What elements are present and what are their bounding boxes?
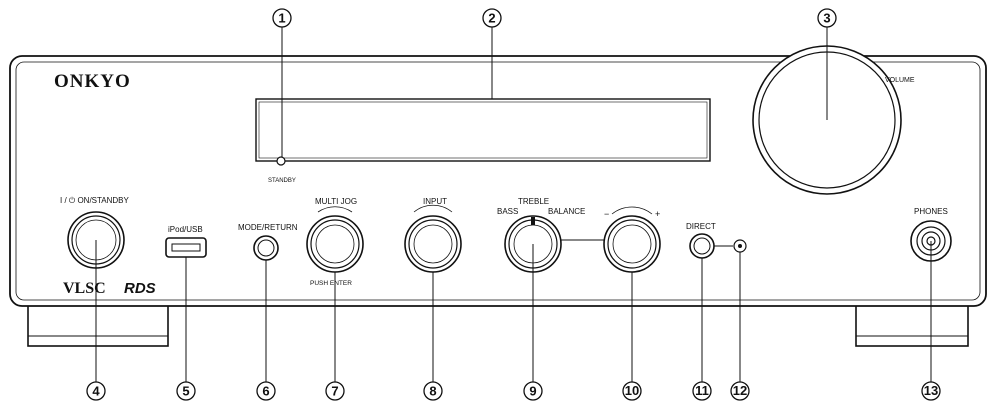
bass-label: BASS [497,207,518,216]
standby-label: STANDBY [268,178,296,184]
brand-logo: ONKYO [54,71,131,92]
multi-jog-arc [317,206,353,213]
direct-button-inner [693,237,711,255]
usb-port-slot [171,243,201,252]
level-knob-face [612,224,652,264]
visc-logo: VLSC [63,280,106,297]
callout-4: 4 [86,381,106,401]
svg-text:1: 1 [278,11,285,26]
svg-text:13: 13 [924,383,938,398]
chassis-inner [15,61,981,301]
on-standby-label: I / ⏻ ON/STANDBY [60,196,130,205]
input-label: INPUT [423,197,447,206]
callout-13: 13 [921,381,941,401]
callout-6: 6 [256,381,276,401]
callout-5: 5 [176,381,196,401]
leader-lines [95,26,932,382]
minus-label: − [604,209,609,219]
svg-text:3: 3 [823,11,830,26]
multi-jog-label: MULTI JOG [315,197,357,206]
callout-12: 12 [730,381,750,401]
callout-10: 10 [622,381,642,401]
svg-text:11: 11 [695,383,709,398]
callout-3: 3 [817,8,837,28]
volume-label: VOLUME [885,77,915,84]
treble-label: TREBLE [518,197,549,206]
balance-label: BALANCE [548,207,585,216]
callout-7: 7 [325,381,345,401]
svg-text:8: 8 [429,384,436,399]
svg-text:9: 9 [529,384,536,399]
tone-knob-marker [531,217,535,225]
ipod-usb-label: iPod/USB [168,225,203,234]
display-window [255,98,711,162]
input-arc [413,204,453,213]
input-knob-face [413,224,453,264]
multi-jog-knob-face [315,224,355,264]
direct-label: DIRECT [686,222,716,231]
direct-indicator-dot [738,244,742,248]
svg-text:2: 2 [488,11,495,26]
svg-text:5: 5 [182,384,189,399]
callout-11: 11 [692,381,712,401]
svg-text:7: 7 [331,384,338,399]
standby-indicator [276,156,286,166]
callout-1: 1 [272,8,292,28]
level-arc [611,206,653,215]
svg-text:4: 4 [92,384,100,399]
plus-label: + [655,209,660,219]
display-window-inner [258,101,708,159]
mode-return-label: MODE/RETURN [238,223,298,232]
phones-label: PHONES [914,207,948,216]
svg-text:12: 12 [733,383,747,398]
svg-text:10: 10 [625,383,639,398]
callout-2: 2 [482,8,502,28]
callout-8: 8 [423,381,443,401]
push-enter-label: PUSH ENTER [310,280,352,287]
callout-9: 9 [523,381,543,401]
rds-logo: RDS [124,280,156,297]
svg-text:6: 6 [262,384,269,399]
mode-return-button-inner [257,239,275,257]
